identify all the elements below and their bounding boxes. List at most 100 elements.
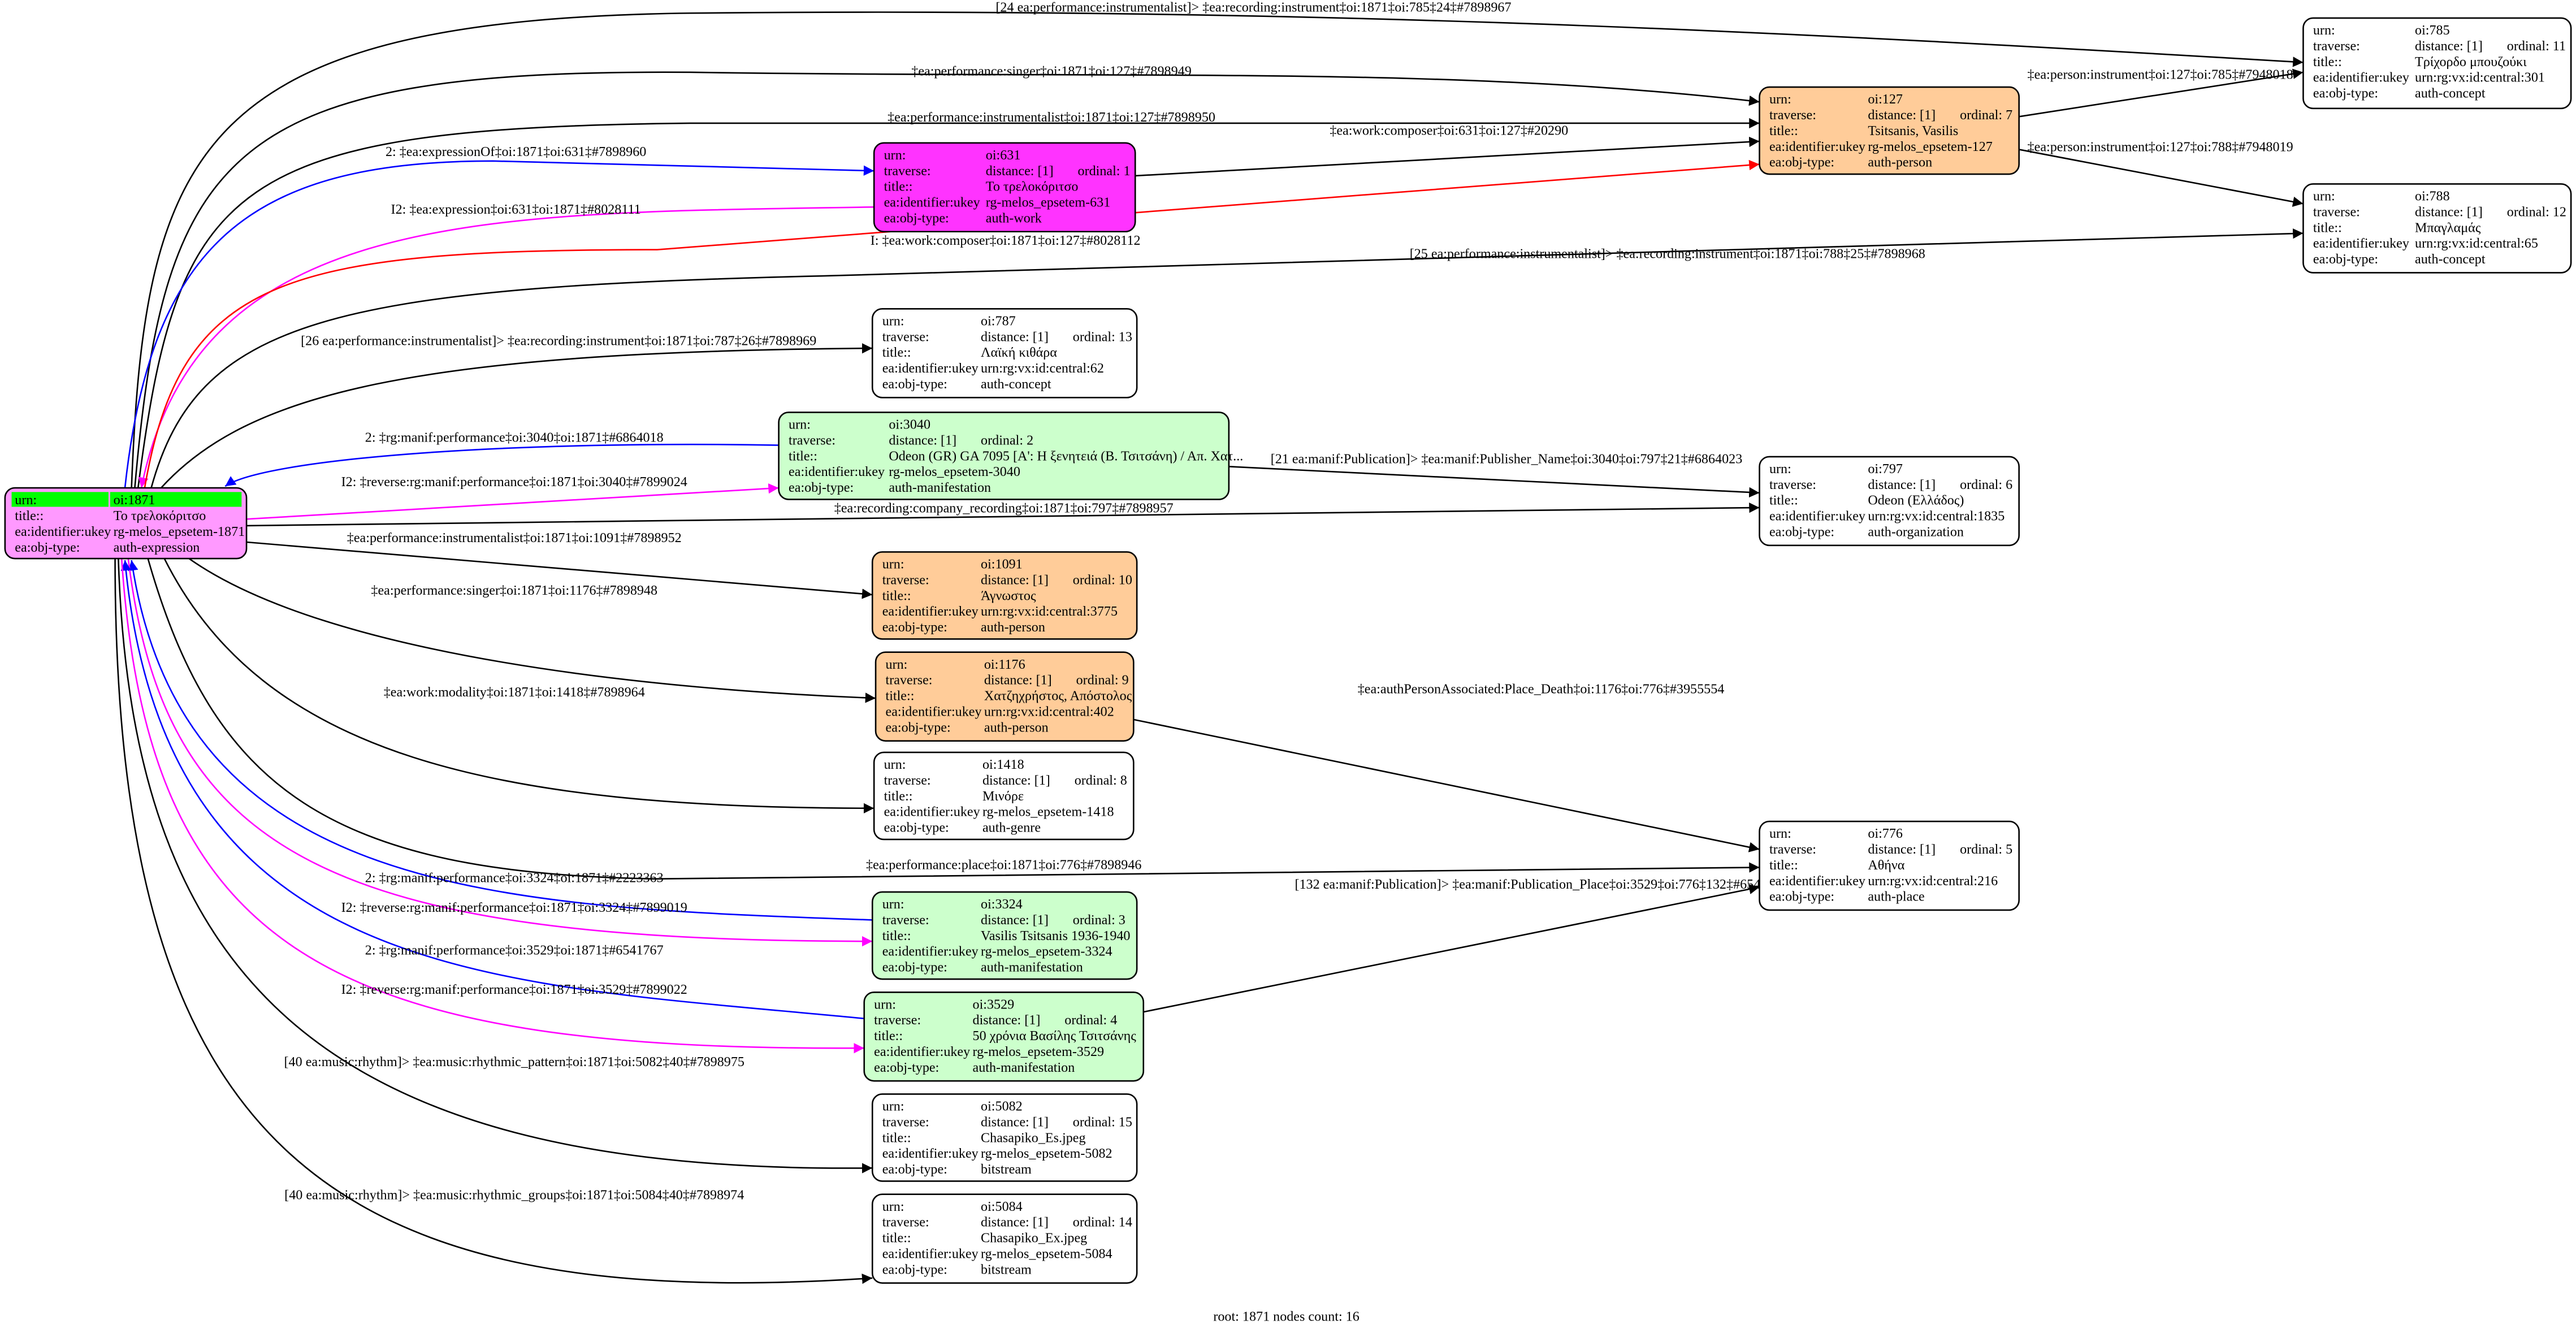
edge-label: I: ‡ea:work:composer‡oi:1871‡oi:127‡#802… [871,233,1141,248]
field-label: ea:identifier:ukey [789,465,885,479]
field-value: Άγνωστος [981,588,1036,603]
field-value: Chasapiko_Ex.jpeg [981,1231,1087,1246]
field-label: title:: [1769,124,1798,138]
edge-black [118,559,873,1174]
field-value: rg-melos_epsetem-127 [1868,140,1993,154]
field-label: ea:obj-type: [884,211,949,226]
field-label: ea:identifier:ukey [882,361,979,376]
field-label: title:: [2313,55,2342,70]
field-label: ea:identifier:ukey [882,945,979,959]
field-label: traverse: [882,1115,929,1129]
field-label: traverse: [2313,39,2360,54]
field-value: oi:1176 [984,657,1025,672]
field-value: distance: [1] [1868,108,1936,123]
field-value: distance: [1] [889,433,956,448]
field-value: Το τρελοκόριτσο [986,180,1079,194]
edge-black [246,503,1760,527]
field-label: urn: [882,897,904,912]
edges-layer: [24 ea:performance:instrumentalist]> ‡ea… [114,0,2304,1284]
node-box [871,551,1138,640]
field-value: distance: [1] [982,773,1050,788]
field-label: title:: [886,689,915,704]
field-label: ea:obj-type: [1769,890,1834,904]
field-value: oi:776 [1868,826,1903,841]
field-label: traverse: [884,164,931,179]
field-value: oi:3324 [981,897,1023,912]
field-ordinal: ordinal: 11 [2507,39,2566,54]
edge-black [137,118,1760,488]
edge-red [144,159,1760,488]
field-label: urn: [882,1099,904,1114]
field-value: Λαϊκή κιθάρα [981,345,1057,360]
field-ordinal: ordinal: 12 [2507,205,2566,219]
edge-blue [128,560,873,921]
field-value: Vasilis Tsitsanis 1936-1940 [981,929,1130,943]
edge-label: ‡ea:performance:singer‡oi:1871‡oi:1176‡#… [371,583,657,598]
edge-label: ‡ea:performance:instrumentalist‡oi:1871‡… [887,110,1215,125]
edge-magenta [138,206,874,488]
node-box [863,991,1145,1082]
field-value: Μινόρε [982,789,1024,804]
field-value: oi:5082 [981,1099,1023,1114]
edge-black [150,228,2304,488]
field-label: traverse: [1769,842,1816,857]
edge-magenta [246,483,779,520]
edge-label: 2: ‡rg:manif:performance‡oi:3040‡oi:1871… [365,431,664,445]
field-ordinal: ordinal: 7 [1960,108,2012,123]
footer-caption: root: 1871 nodes count: 16 [1213,1309,1359,1324]
field-value: distance: [1] [981,330,1049,344]
field-label: urn: [1769,462,1791,477]
field-value: distance: [1] [984,673,1052,688]
field-value: oi:631 [986,148,1021,163]
node-box [871,308,1138,399]
field-ordinal: ordinal: 14 [1073,1215,1132,1230]
edge-label: I2: ‡reverse:rg:manif:performance‡oi:187… [341,475,687,490]
edge-label: ‡ea:performance:place‡oi:1871‡oi:776‡#78… [866,858,1141,872]
field-label: traverse: [886,673,933,688]
field-label: urn: [882,314,904,328]
field-label: title:: [882,588,911,603]
edge-label: I2: ‡ea:expression‡oi:631‡oi:1871‡#80281… [391,202,641,217]
field-value: auth-work [986,211,1042,226]
field-label: traverse: [884,773,931,788]
field-label: title:: [789,449,817,464]
field-value: auth-concept [2415,252,2486,267]
field-value: oi:127 [1868,92,1903,107]
field-value: rg-melos_epsetem-3324 [981,945,1112,959]
field-label: urn: [2313,189,2335,204]
field-value: Τρίχορδο μπουζούκι [2415,55,2527,70]
edge-black [1228,466,1760,498]
edge-magenta [127,558,873,947]
edge-label: ‡ea:work:modality‡oi:1871‡oi:1418‡#78989… [384,685,645,700]
field-label: traverse: [882,913,929,928]
edge-magenta [120,558,864,1054]
node-box [778,412,1230,500]
field-value: oi:1091 [981,557,1023,572]
edge-black [160,343,873,488]
field-value: Tsitsanis, Vasilis [1868,124,1958,138]
field-ordinal: ordinal: 15 [1073,1115,1132,1129]
field-value: oi:785 [2415,23,2450,38]
field-label: ea:obj-type: [882,377,947,392]
edge-label: [132 ea:manif:Publication]> ‡ea:manif:Pu… [1295,877,1787,892]
edge-label: 2: ‡rg:manif:performance‡oi:3529‡oi:1871… [365,943,664,958]
field-value: distance: [1] [981,1215,1049,1230]
field-label: title:: [882,1131,911,1145]
